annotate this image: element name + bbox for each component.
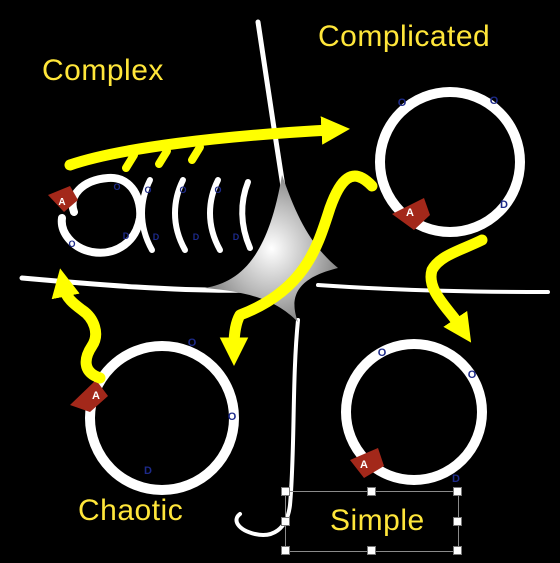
arrow-chaotic-to-complex [51,268,106,384]
svg-text:D: D [123,231,130,241]
chaotic-label: Chaotic [78,494,184,527]
arrow-complex-tick-3 [188,143,204,164]
svg-text:D: D [193,232,200,242]
svg-text:O: O [468,369,477,381]
resize-handle-bottom-right[interactable] [453,546,462,555]
resize-handle-middle-right[interactable] [453,517,462,526]
svg-text:A: A [360,459,368,471]
svg-text:O: O [113,182,120,192]
svg-text:O: O [188,337,197,349]
svg-text:O: O [144,185,151,195]
arrow-complex-to-complicated [64,116,350,171]
simple-label[interactable]: Simple [330,504,425,537]
svg-text:D: D [500,199,508,211]
chaotic-loop: O O D A [70,337,239,495]
svg-text:A: A [406,207,414,219]
svg-text:A: A [92,390,100,402]
svg-text:O: O [179,185,186,195]
resize-handle-bottom-left[interactable] [281,546,290,555]
svg-text:D: D [452,473,460,485]
boundary-bottom [234,318,300,537]
svg-text:O: O [490,95,499,107]
svg-text:O: O [378,347,387,359]
arrow-complicated-to-simple [425,234,488,343]
complex-act-marker [48,186,78,212]
complex-label: Complex [42,54,164,87]
resize-handle-top-left[interactable] [281,487,290,496]
svg-text:D: D [153,232,160,242]
resize-handle-top-right[interactable] [453,487,462,496]
boundary-left [19,275,255,293]
resize-handle-top-center[interactable] [367,487,376,496]
arrow-complex-tick-1 [122,151,138,172]
complex-act-letter: A [58,197,65,208]
svg-text:O: O [398,97,407,109]
transition-arrows [51,116,488,384]
svg-text:D: D [233,232,240,242]
arrow-complex-tick-2 [155,147,171,168]
disorder-center [205,175,338,322]
complicated-label: Complicated [318,20,491,53]
resize-handle-bottom-center[interactable] [367,546,376,555]
complex-loop [57,173,253,257]
complicated-loop: O O D A [375,87,525,237]
complex-letters: O O O O O D D D D [68,182,239,249]
svg-text:O: O [228,411,237,423]
resize-handle-middle-left[interactable] [281,517,290,526]
svg-text:O: O [68,239,75,249]
arrow-complicated-to-chaotic [219,170,378,367]
svg-text:D: D [144,465,152,477]
simple-loop: O O D A [341,339,487,485]
svg-text:O: O [214,185,221,195]
